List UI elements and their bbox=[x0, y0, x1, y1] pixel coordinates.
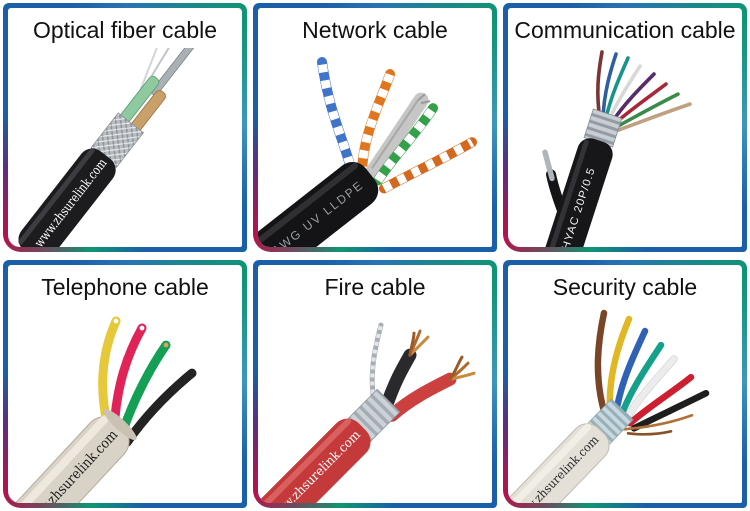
wire-white bbox=[622, 355, 678, 423]
messenger-wire bbox=[542, 149, 555, 182]
copper-strands bbox=[408, 329, 430, 357]
cable-photo-security: www.zhsurelink.com bbox=[508, 309, 710, 503]
cable-jacket bbox=[508, 422, 610, 503]
cross-spline bbox=[362, 92, 431, 184]
copper-strands bbox=[448, 355, 476, 381]
card-title-communication: Communication cable bbox=[514, 17, 736, 43]
twisted-pair-green bbox=[373, 103, 438, 186]
wire-black bbox=[122, 368, 197, 447]
cable-jacket bbox=[258, 162, 379, 247]
cable-photo-telephone: www.zhsurelink.com bbox=[8, 316, 197, 503]
cable-photo-network: AWG UV LLDPE bbox=[258, 57, 477, 247]
wire-teal bbox=[617, 341, 665, 420]
product-card-network[interactable]: Network cable bbox=[253, 3, 497, 252]
product-card-communication[interactable]: Communication cable bbox=[503, 3, 747, 252]
card-title-fire: Fire cable bbox=[324, 273, 426, 300]
cable-jacket bbox=[258, 418, 371, 503]
cable-jacket bbox=[18, 148, 116, 247]
jacket-sheen bbox=[508, 422, 592, 503]
twisted-pair-orange bbox=[357, 69, 395, 180]
wire-brown bbox=[594, 309, 608, 415]
jacket-sheen bbox=[258, 162, 358, 247]
security-wires bbox=[594, 309, 710, 432]
jacket-sheen bbox=[258, 417, 352, 503]
wire-black bbox=[630, 389, 710, 432]
jacket-sheen bbox=[18, 147, 95, 245]
card-title-security: Security cable bbox=[552, 273, 698, 300]
wire-red bbox=[626, 373, 695, 427]
jacket-sheen bbox=[8, 414, 109, 503]
product-grid: Optical fiber cable bbox=[3, 3, 747, 508]
product-card-fire[interactable]: Fire cable bbox=[253, 259, 497, 508]
product-card-security[interactable]: Security cable bbox=[503, 259, 747, 508]
card-title-optical-fiber: Optical fiber cable bbox=[32, 17, 218, 43]
cable-photo-communication: HYAC 20P/0.5 bbox=[538, 50, 692, 247]
jacket-end-cap bbox=[103, 408, 137, 440]
product-card-telephone[interactable]: Telephone cable bbox=[3, 259, 247, 508]
wire-blue bbox=[612, 327, 649, 417]
twisted-pair-orange-2 bbox=[379, 137, 477, 194]
cable-photo-fire: www.zhsurelink.com bbox=[258, 322, 476, 503]
card-title-network: Network cable bbox=[302, 17, 448, 43]
strength-member-rod bbox=[151, 48, 203, 96]
cable-jacket bbox=[538, 138, 613, 247]
jacket-sheen bbox=[540, 139, 589, 247]
wire-conductor-tips bbox=[113, 318, 169, 348]
cable-photo-optical-fiber: www.zhsurelink.com bbox=[18, 48, 203, 247]
copper-drain-wires bbox=[622, 413, 694, 436]
card-title-telephone: Telephone cable bbox=[41, 273, 209, 300]
product-card-optical-fiber[interactable]: Optical fiber cable bbox=[3, 3, 247, 252]
